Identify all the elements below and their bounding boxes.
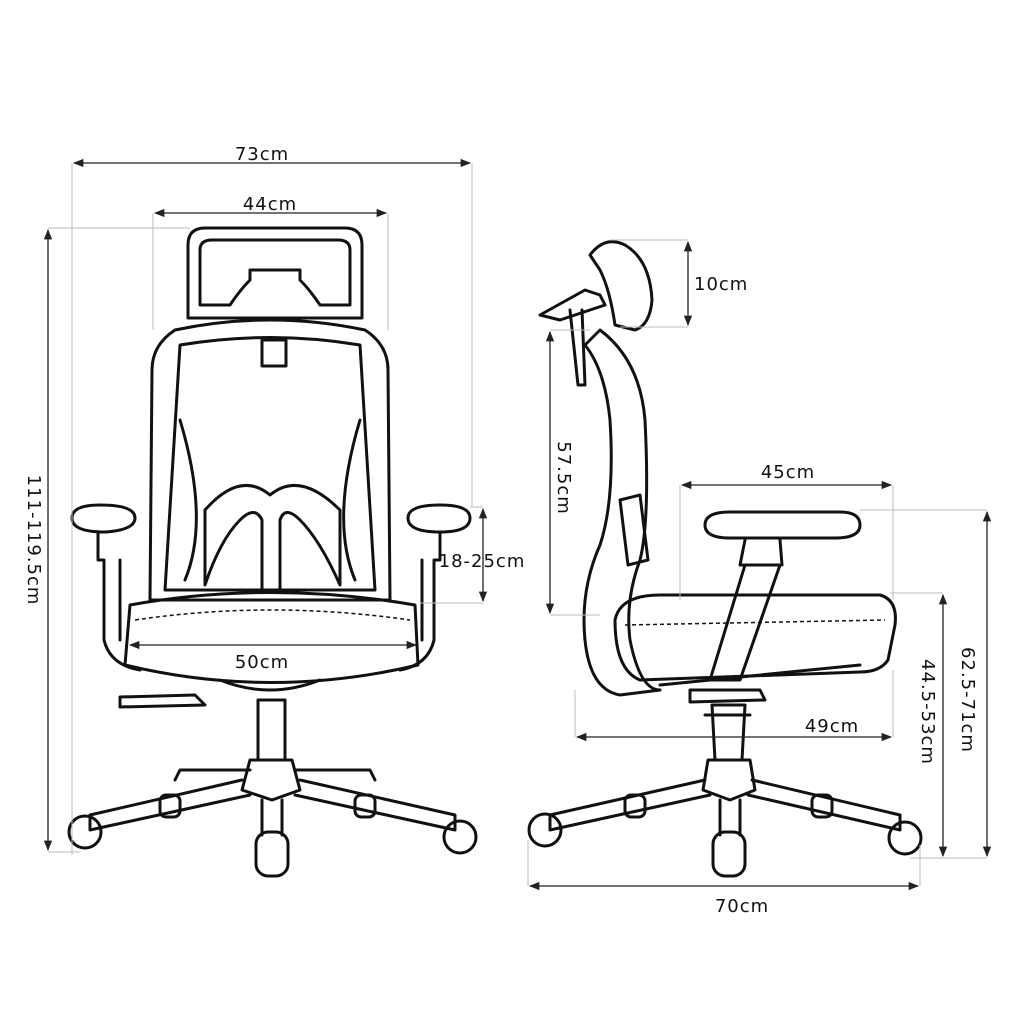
dim-seat-width: 50cm [128, 640, 418, 673]
label-overall-width: 73cm [235, 144, 289, 165]
label-headrest-width: 44cm [243, 194, 297, 215]
label-backrest-height: 57.5cm [553, 441, 574, 515]
dim-armrest-adjust: 18-25cm [439, 507, 526, 603]
label-headrest-adjust: 10cm [694, 274, 748, 295]
extension-lines [48, 163, 987, 886]
label-overall-height: 111-119.5cm [23, 475, 44, 606]
label-seat-depth: 45cm [761, 462, 815, 483]
front-view-chair [67, 226, 478, 878]
dim-armrest-floor-height: 62.5-71cm [957, 510, 992, 858]
label-base-depth: 70cm [715, 896, 769, 917]
label-armrest-floor-height: 62.5-71cm [957, 647, 978, 753]
label-seat-depth-side: 49cm [805, 716, 859, 737]
dim-backrest-height: 57.5cm [545, 330, 574, 615]
dim-seat-depth: 45cm [680, 462, 893, 490]
label-armrest-adjust: 18-25cm [439, 551, 526, 572]
label-seat-width: 50cm [235, 652, 289, 673]
dim-seat-height: 44.5-53cm [917, 593, 948, 858]
label-seat-height: 44.5-53cm [917, 659, 938, 765]
dim-headrest-width: 44cm [153, 194, 388, 218]
dim-overall-height: 111-119.5cm [23, 228, 53, 852]
dim-seat-depth-side: 49cm [575, 716, 893, 742]
side-view-chair [527, 240, 923, 878]
dim-base-depth: 70cm [528, 881, 920, 917]
dim-overall-width: 73cm [72, 144, 472, 168]
dim-headrest-adjust: 10cm [683, 240, 748, 327]
